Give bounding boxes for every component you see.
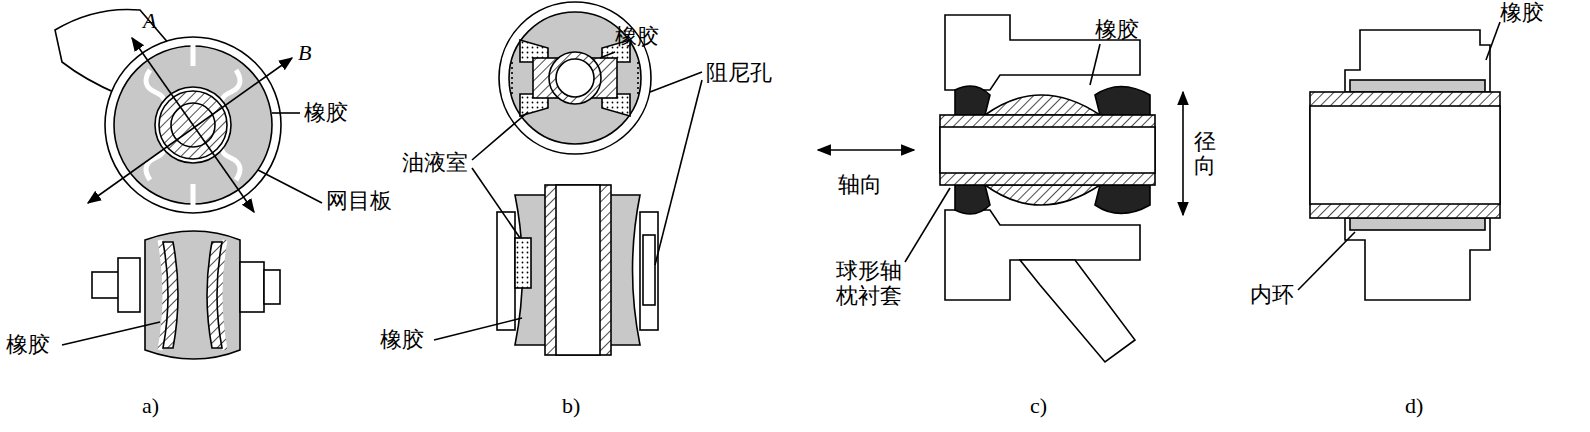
direction-label: 轴向 (838, 172, 882, 197)
part-label: 阻尼孔 (706, 60, 772, 85)
inner-tube (940, 115, 1155, 185)
part-label: 橡胶 (6, 332, 50, 357)
oil-chamber (515, 238, 531, 288)
subfigure-label: a) (142, 393, 159, 418)
subfigure-label: d) (1405, 393, 1423, 418)
part-label: 油液室 (402, 150, 468, 175)
rubber-layer (1350, 218, 1485, 230)
inner-core (533, 58, 617, 98)
part-label: 橡胶 (380, 327, 424, 352)
part-label: 橡胶 (304, 100, 348, 125)
part-label: 网目板 (326, 188, 392, 213)
direction-letter: B (298, 40, 311, 65)
rubber-layer (1350, 80, 1485, 92)
damping-hole (643, 235, 655, 305)
arm (1020, 260, 1135, 362)
axial-arrow (818, 149, 914, 151)
part-label: 橡胶 (615, 24, 659, 49)
inner-tube (1310, 92, 1500, 218)
part-label: 橡胶 (1095, 17, 1139, 42)
direction-letter: A (143, 8, 156, 33)
housing (945, 15, 1140, 90)
direction-label: 径向 (1194, 130, 1216, 178)
direction-arrow (132, 38, 254, 212)
outer-shell (1345, 218, 1490, 300)
part-label: 橡胶 (1500, 0, 1544, 25)
subfigure-label: c) (1030, 393, 1047, 418)
inner-tube (545, 185, 611, 355)
direction-arrow (88, 58, 292, 203)
outer-shell (1345, 30, 1490, 92)
rubber-barrel (145, 231, 240, 359)
outer-sleeve (105, 37, 281, 213)
subfigure-label: b) (562, 393, 580, 418)
part-label: 内环 (1250, 282, 1294, 307)
part-label: 球形轴 枕衬套 (836, 258, 906, 309)
